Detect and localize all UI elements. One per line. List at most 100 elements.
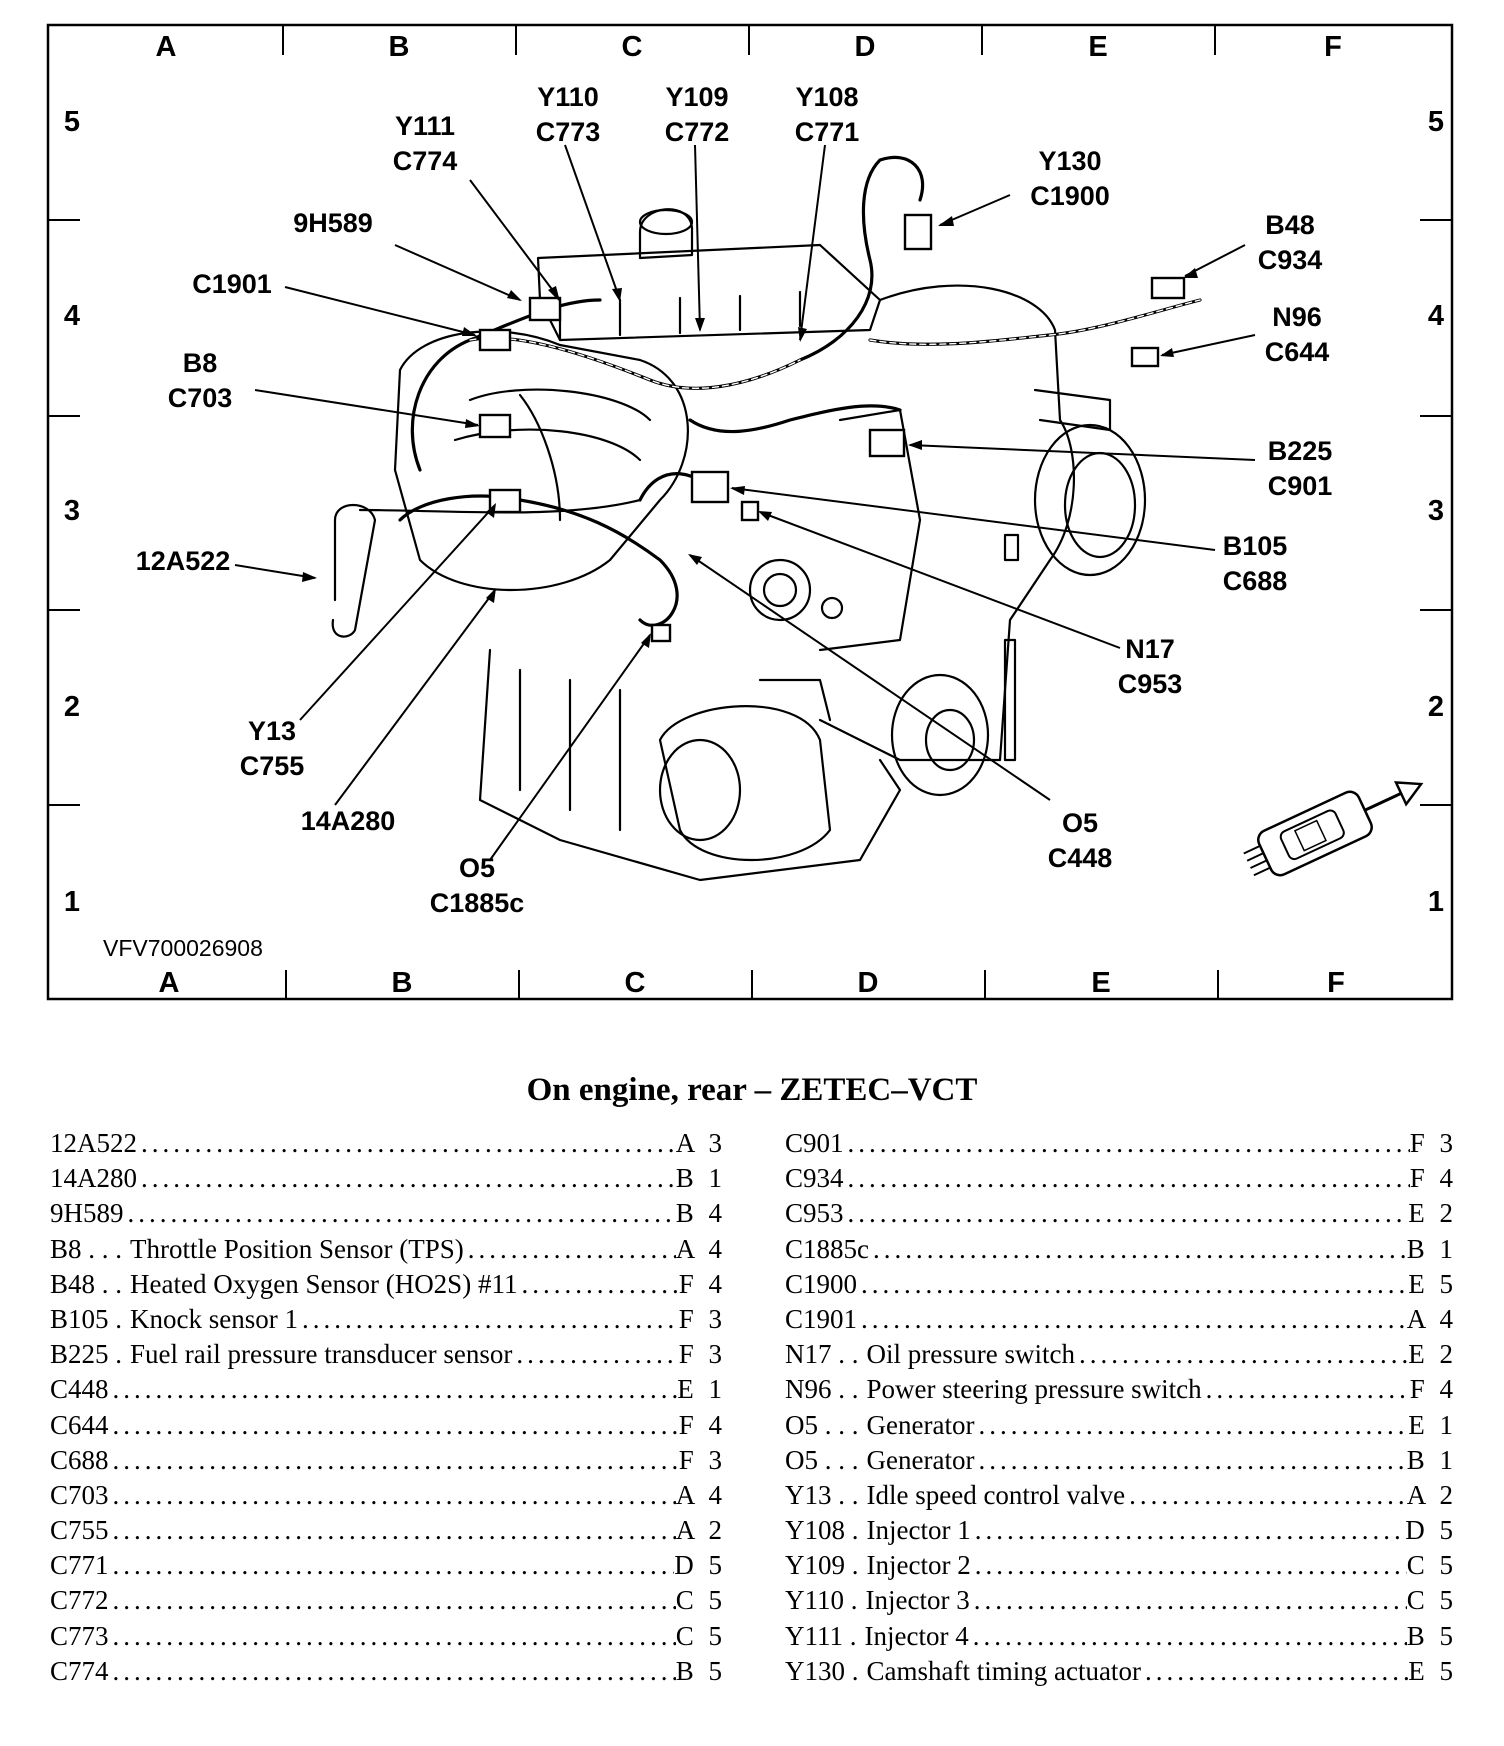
dot-leader: [869, 1234, 1407, 1265]
index-code: B48 . .: [50, 1268, 123, 1299]
callout-o5a-line1: C1885c: [430, 888, 525, 918]
index-code: C755: [50, 1515, 109, 1546]
index-row: Y130 .Camshaft timing actuatorE 5: [785, 1656, 1457, 1691]
dot-leader: [298, 1304, 679, 1335]
callout-y13-line1: C755: [240, 751, 305, 781]
dot-leader: [109, 1410, 679, 1441]
index-grid-location: E 5: [1408, 1655, 1457, 1686]
index-grid-location: B 1: [675, 1163, 726, 1194]
grid-col-bottom-A: A: [159, 967, 180, 999]
callout-h9589-line0: 9H589: [293, 208, 373, 238]
callout-y108-line0: Y108: [795, 82, 858, 112]
dot-leader: [1141, 1656, 1408, 1687]
index-row: Y111 .Injector 4B 5: [785, 1621, 1457, 1656]
connector-c1885c: [650, 623, 672, 643]
index-grid-location: C 5: [675, 1620, 726, 1651]
callout-y109-line0: Y109: [665, 82, 728, 112]
index-grid-location: B 1: [1406, 1444, 1457, 1475]
index-grid-location: C 5: [1406, 1585, 1457, 1616]
grid-col-bottom-F: F: [1327, 967, 1345, 999]
callout-labels: Y111C774Y110C773Y109C772Y108C771Y130C190…: [136, 82, 1333, 918]
callout-n17-line1: C953: [1118, 669, 1183, 699]
index-code: N17 . .: [785, 1339, 859, 1370]
grid-col-top-D: D: [855, 31, 876, 63]
callout-b8-line1: C703: [168, 383, 233, 413]
index-row: C1900E 5: [785, 1269, 1457, 1304]
dot-leader: [844, 1163, 1410, 1194]
index-grid-location: F 3: [678, 1303, 726, 1334]
index-row: B225 .Fuel rail pressure transducer sens…: [50, 1339, 726, 1374]
index-row: B105 .Knock sensor 1F 3: [50, 1304, 726, 1339]
connector-c901: [868, 428, 906, 458]
connector-c1900: [903, 213, 933, 251]
grid-row-right-1: 1: [1428, 886, 1444, 918]
index-row: B48 . .Heated Oxygen Sensor (HO2S) #11F …: [50, 1269, 726, 1304]
index-grid-location: B 4: [675, 1198, 726, 1229]
index-grid-location: B 1: [1406, 1233, 1457, 1264]
grid-col-top-F: F: [1324, 31, 1342, 63]
grid-row-right-4: 4: [1428, 300, 1444, 332]
callout-b105-line0: B105: [1223, 531, 1288, 561]
callout-y110-line1: C773: [536, 117, 601, 147]
index-grid-location: F 4: [1409, 1374, 1457, 1405]
index-code: C773: [50, 1620, 109, 1651]
dot-leader: [844, 1198, 1409, 1229]
index-row: Y110 .Injector 3 C 5: [785, 1585, 1457, 1620]
dot-leader: [974, 1445, 1406, 1476]
callout-c1901-line0: C1901: [192, 269, 272, 299]
dot-leader: [517, 1269, 678, 1300]
index-code: C1885c: [785, 1233, 869, 1264]
dot-leader: [1202, 1374, 1410, 1405]
grid-row-left-3: 3: [64, 495, 80, 527]
grid-col-top-B: B: [389, 31, 410, 63]
index-code: Y111 .: [785, 1620, 857, 1651]
index-code: O5 . . .: [785, 1444, 859, 1475]
callout-n96-line1: C644: [1265, 337, 1330, 367]
index-grid-location: E 2: [1408, 1339, 1457, 1370]
grid-col-bottom-B: B: [392, 967, 413, 999]
index-list-left: 12A522A 314A280B 19H589B 4B8 . . .Thrott…: [50, 1128, 726, 1691]
index-code: Y110 .: [785, 1585, 858, 1616]
connector-c703: [478, 413, 512, 439]
index-grid-location: C 5: [675, 1585, 726, 1616]
dot-leader: [109, 1515, 676, 1546]
index-code: N96 . .: [785, 1374, 859, 1405]
index-grid-location: D 5: [1405, 1515, 1457, 1546]
connector-c755: [488, 488, 522, 514]
grid-row-left-4: 4: [64, 300, 80, 332]
dot-leader: [857, 1304, 1407, 1335]
index-code: Y13 . .: [785, 1479, 859, 1510]
index-row: 9H589B 4: [50, 1198, 726, 1233]
index-row: C688F 3: [50, 1445, 726, 1480]
callout-y130-line0: Y130: [1038, 146, 1101, 176]
callout-n96-line0: N96: [1272, 302, 1322, 332]
connector-c688: [690, 470, 730, 504]
index-grid-location: B 5: [675, 1655, 726, 1686]
index-grid-location: D 5: [674, 1550, 726, 1581]
index-grid-location: A 4: [675, 1233, 726, 1264]
index-row: O5 . . .GeneratorB 1: [785, 1445, 1457, 1480]
index-row: C771D 5: [50, 1550, 726, 1585]
index-grid-location: F 3: [1409, 1128, 1457, 1158]
index-code: B8 . . .: [50, 1233, 123, 1264]
index-list-right: C901F 3C934F 4C953E 2C1885cB 1C1900E 5C1…: [785, 1128, 1457, 1691]
index-grid-location: B 5: [1406, 1620, 1457, 1651]
dot-leader: [109, 1445, 679, 1476]
dot-leader: [109, 1621, 676, 1652]
index-grid-location: F 4: [678, 1268, 726, 1299]
index-description: Knock sensor 1: [130, 1303, 298, 1334]
connectors: [478, 213, 1186, 643]
index-row: Y109 .Injector 2C 5: [785, 1550, 1457, 1585]
index-code: C1900: [785, 1268, 858, 1299]
dot-leader: [844, 1128, 1410, 1159]
index-code: C703: [50, 1479, 109, 1510]
index-grid-location: F 4: [678, 1409, 726, 1440]
callout-o5a-line0: O5: [459, 853, 495, 883]
index-description: Injector 3: [865, 1585, 970, 1616]
grid-row-right-2: 2: [1428, 691, 1444, 723]
index-row: C953E 2: [785, 1198, 1457, 1233]
dot-leader: [971, 1515, 1406, 1546]
